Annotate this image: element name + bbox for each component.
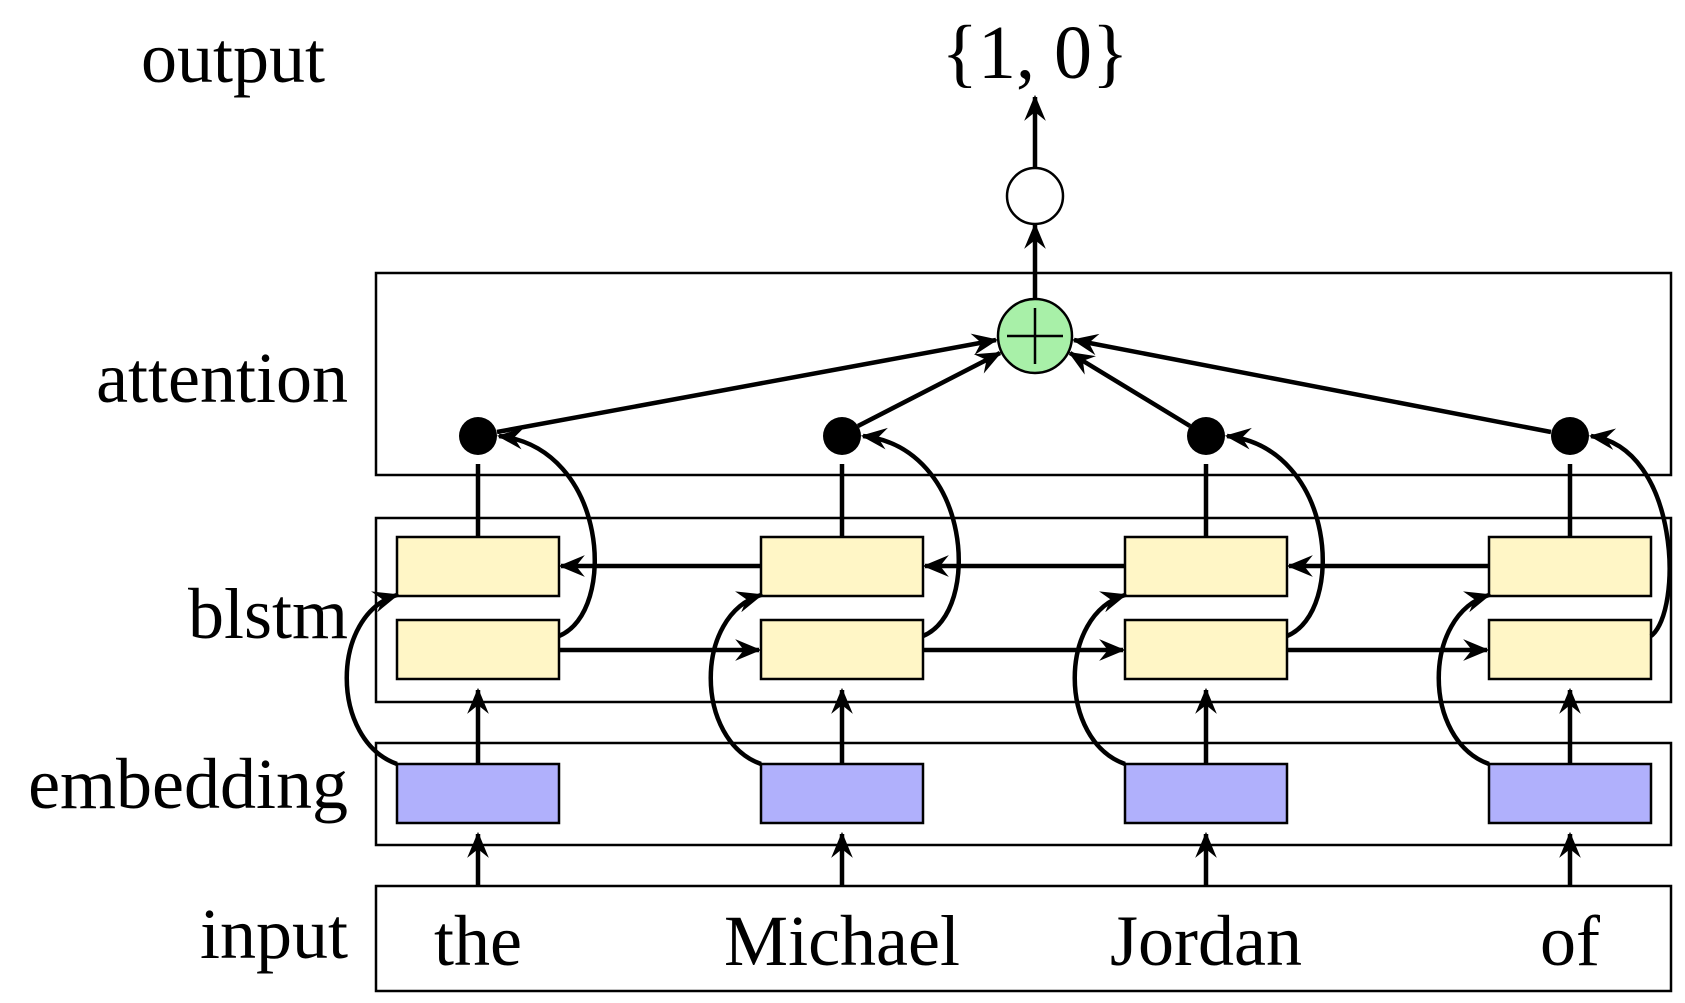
embedding-cell [759, 762, 925, 825]
column-of [1436, 417, 1672, 886]
lstm-forward-cell [395, 618, 561, 681]
embedding-frame [374, 741, 1673, 847]
arrow-forward-lstm-to-weight [1588, 428, 1672, 638]
attention-weight-node-icon [823, 417, 861, 455]
attention-weight-node-icon [459, 417, 497, 455]
row-label-attention: attention [96, 338, 348, 418]
attention-weight-node-icon [1551, 417, 1589, 455]
lstm-forward-cell [1487, 618, 1653, 681]
attention-frame [374, 271, 1673, 477]
arrow-embedding-to-forward-lstm-curve [1436, 591, 1492, 767]
arrow-weight-1-to-sum [496, 333, 999, 435]
lstm-backward-cell [759, 535, 925, 598]
arrow-embedding-to-backward-lstm [344, 591, 400, 767]
row-label-blstm: blstm [188, 574, 348, 654]
column-the [344, 417, 597, 886]
arrow-weight-3-to-sum [1068, 351, 1192, 428]
row-label-input: input [200, 894, 348, 974]
input-word-jordan: Jordan [1110, 901, 1302, 981]
attention-sum-node-icon [996, 297, 1074, 375]
input-word-of: of [1540, 901, 1600, 981]
arrow-forward-lstm-to-weight [860, 427, 961, 639]
lstm-backward-cell [395, 535, 561, 598]
lstm-backward-cell [1487, 535, 1653, 598]
output-value: {1, 0} [942, 11, 1129, 95]
arrow-embedding-to-forward-lstm-curve [708, 591, 764, 767]
embedding-cell [1123, 762, 1289, 825]
column-michael [708, 417, 961, 886]
row-label-embedding: embedding [28, 744, 348, 824]
lstm-forward-cell [759, 618, 925, 681]
lstm-forward-cell [1123, 618, 1289, 681]
arrow-forward-lstm-to-weight [496, 427, 597, 639]
arrow-embedding-to-forward-lstm-curve [1072, 591, 1128, 767]
row-label-output: output [141, 18, 325, 98]
output-node-icon [1005, 166, 1065, 226]
blstm-frame [374, 516, 1673, 704]
input-word-the: the [434, 901, 522, 981]
arrow-weight-2-to-sum [856, 350, 1002, 429]
arrow-weight-4-to-sum [1071, 333, 1552, 435]
input-frame [374, 884, 1673, 993]
attention-weight-node-icon [1187, 417, 1225, 455]
arrow-forward-lstm-to-weight [1224, 427, 1325, 639]
lstm-backward-cell [1123, 535, 1289, 598]
embedding-cell [395, 762, 561, 825]
embedding-cell [1487, 762, 1653, 825]
input-word-michael: Michael [724, 901, 960, 981]
column-jordan [1072, 417, 1325, 886]
